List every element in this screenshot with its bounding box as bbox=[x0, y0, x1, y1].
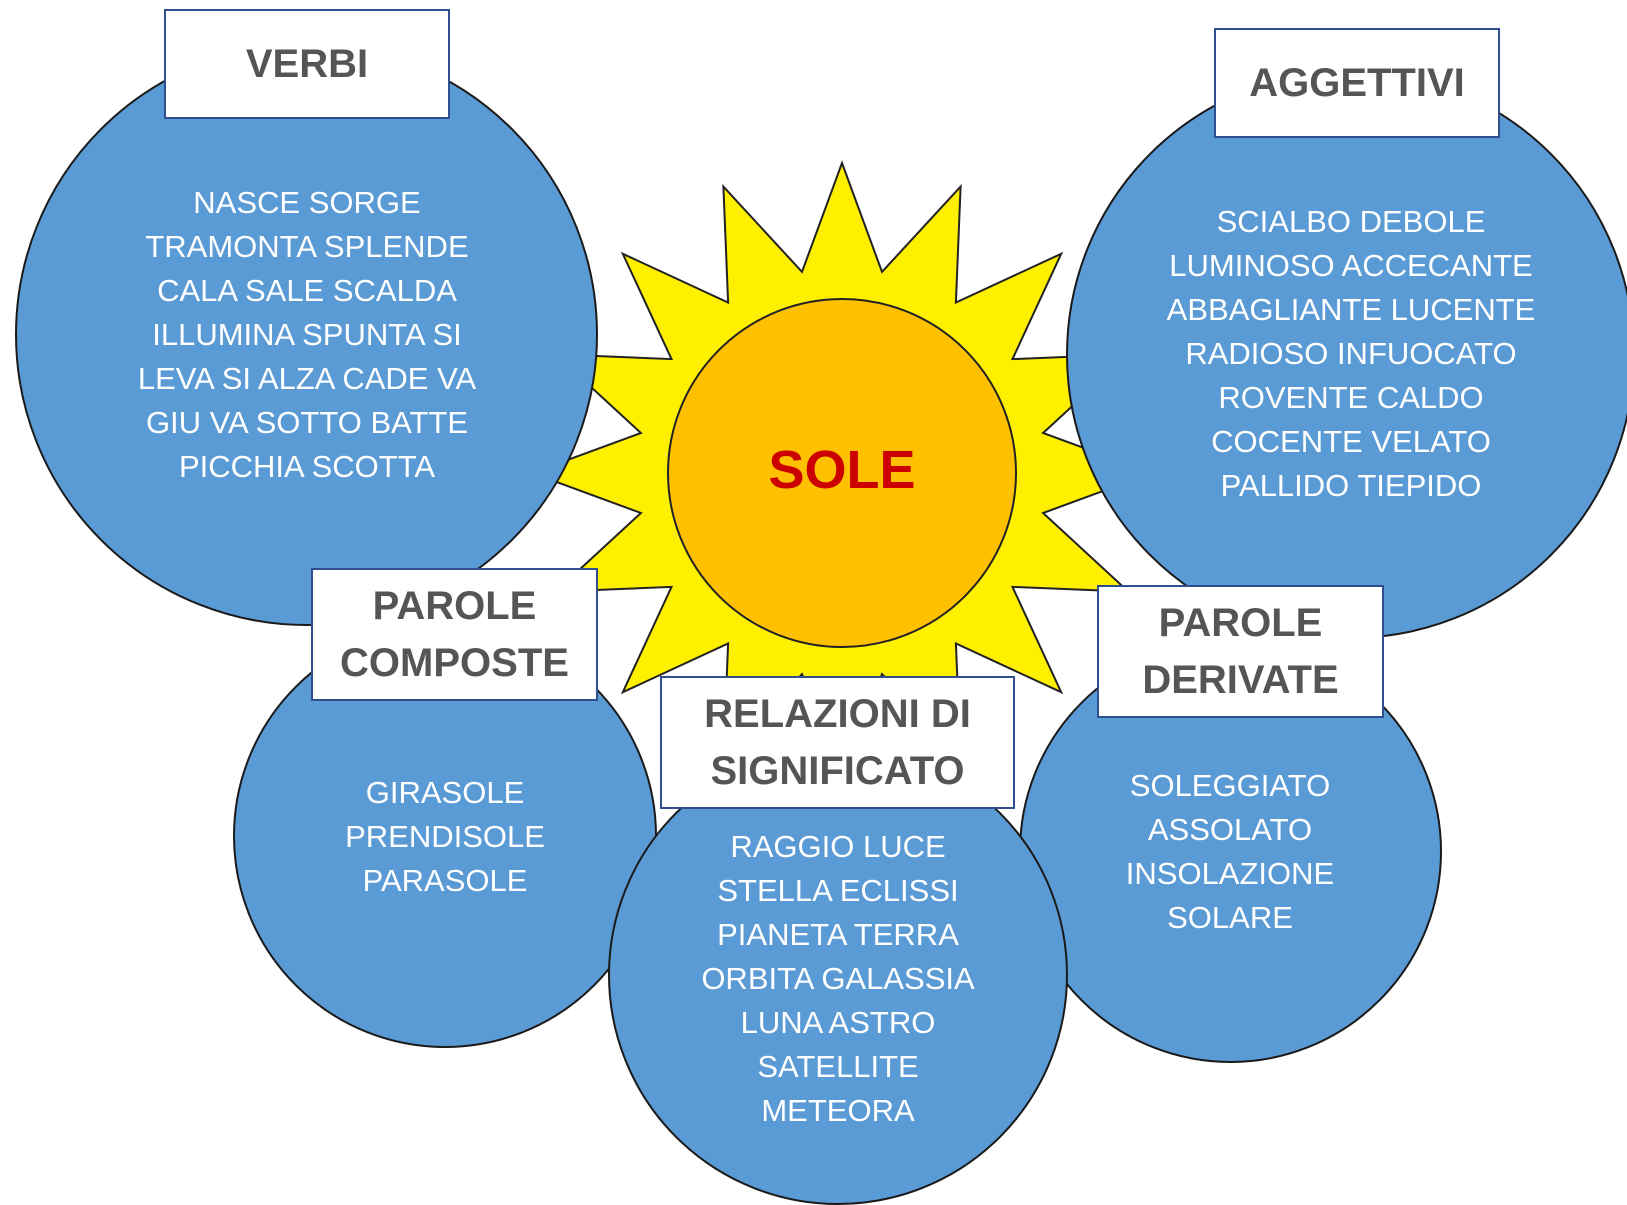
verbs-word-line: PICCHIA SCOTTA bbox=[178, 449, 436, 484]
adjectives-word-line: RADIOSO INFUOCATO bbox=[1185, 336, 1517, 371]
adjectives-word-list: SCIALBO DEBOLE LUMINOSO ACCECANTE ABBAGL… bbox=[1151, 200, 1551, 508]
verbs-word-line: GIU VA SOTTO BATTE bbox=[145, 405, 469, 440]
verbs-circle bbox=[15, 43, 598, 626]
center-title: SOLE bbox=[768, 440, 916, 500]
meaning-relations-circle bbox=[608, 745, 1068, 1205]
adjectives-label: AGGETTIVI bbox=[1214, 28, 1500, 138]
meaning-relations-word-list: RAGGIO LUCE STELLA ECLISSI PIANETA TERRA… bbox=[663, 825, 1013, 1133]
verbs-word-line: LEVA SI ALZA CADE VA bbox=[137, 361, 477, 396]
adjectives-word-line: SCIALBO DEBOLE bbox=[1216, 204, 1486, 239]
verbs-word-line: CALA SALE SCALDA bbox=[157, 273, 457, 308]
meaning-relations-word-line: ORBITA GALASSIA bbox=[701, 961, 975, 996]
derived-words-label-line: DERIVATE bbox=[1142, 657, 1339, 702]
meaning-relations-word-line: STELLA ECLISSI bbox=[717, 873, 959, 908]
derived-words-word-line: ASSOLATO bbox=[1147, 812, 1313, 847]
meaning-relations-word-line: METEORA bbox=[761, 1093, 915, 1128]
adjectives-word-line: ABBAGLIANTE LUCENTE bbox=[1166, 292, 1536, 327]
meaning-relations-word-line: SATELLITE bbox=[757, 1049, 919, 1084]
derived-words-word-line: SOLARE bbox=[1167, 900, 1293, 935]
derived-words-word-line: INSOLAZIONE bbox=[1125, 856, 1335, 891]
verbs-word-list: NASCE SORGE TRAMONTA SPLENDE CALA SALE S… bbox=[107, 181, 507, 489]
verbs-word-line: TRAMONTA SPLENDE bbox=[145, 229, 469, 264]
compound-words-word-line: PRENDISOLE bbox=[345, 819, 545, 854]
sun-core bbox=[667, 298, 1017, 648]
meaning-relations-word-line: LUNA ASTRO bbox=[740, 1005, 936, 1040]
compound-words-label: PAROLE COMPOSTE bbox=[311, 568, 598, 701]
compound-words-word-line: GIRASOLE bbox=[365, 775, 525, 810]
meaning-relations-label-line: SIGNIFICATO bbox=[710, 748, 965, 793]
adjectives-circle bbox=[1066, 70, 1627, 639]
compound-words-word-list: GIRASOLE PRENDISOLE PARASOLE bbox=[295, 771, 595, 903]
verbs-label: VERBI bbox=[164, 9, 450, 119]
compound-words-word-line: PARASOLE bbox=[362, 863, 528, 898]
meaning-relations-word-line: PIANETA TERRA bbox=[717, 917, 959, 952]
adjectives-word-line: COCENTE VELATO bbox=[1211, 424, 1491, 459]
compound-words-label-line: PAROLE bbox=[372, 583, 537, 628]
adjectives-word-line: ROVENTE CALDO bbox=[1218, 380, 1484, 415]
adjectives-label-line: AGGETTIVI bbox=[1249, 60, 1465, 105]
derived-words-word-line: SOLEGGIATO bbox=[1129, 768, 1331, 803]
verbs-label-line: VERBI bbox=[245, 41, 369, 86]
adjectives-word-line: PALLIDO TIEPIDO bbox=[1220, 468, 1482, 503]
verbs-word-line: NASCE SORGE bbox=[193, 185, 421, 220]
derived-words-word-list: SOLEGGIATO ASSOLATO INSOLAZIONE SOLARE bbox=[1080, 764, 1380, 940]
adjectives-word-line: LUMINOSO ACCECANTE bbox=[1169, 248, 1533, 283]
meaning-relations-label-line: RELAZIONI DI bbox=[704, 691, 971, 736]
verbs-word-line: ILLUMINA SPUNTA SI bbox=[152, 317, 462, 352]
derived-words-label-line: PAROLE bbox=[1158, 600, 1323, 645]
meaning-relations-word-line: RAGGIO LUCE bbox=[730, 829, 946, 864]
derived-words-label: PAROLE DERIVATE bbox=[1097, 585, 1384, 718]
meaning-relations-label: RELAZIONI DI SIGNIFICATO bbox=[660, 676, 1015, 809]
compound-words-label-line: COMPOSTE bbox=[340, 640, 569, 685]
